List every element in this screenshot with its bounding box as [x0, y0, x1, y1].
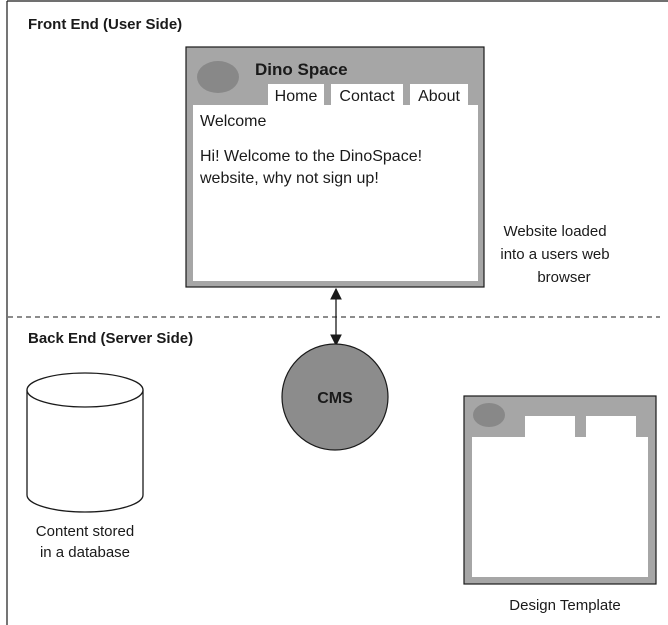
browser-window: Dino Space Home Contact About Welcome Hi…: [185, 46, 485, 288]
browser-content-area: [193, 105, 478, 281]
site-title: Dino Space: [255, 60, 348, 79]
browser-caption-line-1: Website loaded: [503, 223, 606, 240]
cms-node: [281, 343, 389, 451]
template-caption: Design Template: [509, 597, 620, 614]
nav-tab-home[interactable]: [268, 84, 324, 105]
site-logo: [197, 61, 239, 93]
nav-tab-about-label: About: [418, 88, 460, 105]
database-icon: [26, 372, 144, 513]
nav-tab-contact[interactable]: [331, 84, 403, 105]
page-body-line-1: Hi! Welcome to the DinoSpace!: [200, 148, 422, 165]
page-body-line-2: website, why not sign up!: [199, 170, 379, 187]
database-caption-line-2: in a database: [40, 544, 130, 561]
design-template-thumbnail: [463, 395, 657, 585]
database-caption-line-1: Content stored: [36, 523, 134, 540]
browser-caption-line-2: into a users web: [500, 246, 609, 263]
nav-tab-contact-label: Contact: [339, 88, 395, 105]
nav-tab-about[interactable]: [410, 84, 468, 105]
cms-label: CMS: [317, 390, 353, 407]
front-end-heading: Front End (User Side): [28, 16, 182, 33]
back-end-heading: Back End (Server Side): [28, 330, 193, 347]
page-heading: Welcome: [200, 113, 266, 130]
template-logo: [473, 403, 505, 427]
browser-caption-line-3: browser: [537, 269, 590, 286]
nav-tab-home-label: Home: [275, 88, 318, 105]
